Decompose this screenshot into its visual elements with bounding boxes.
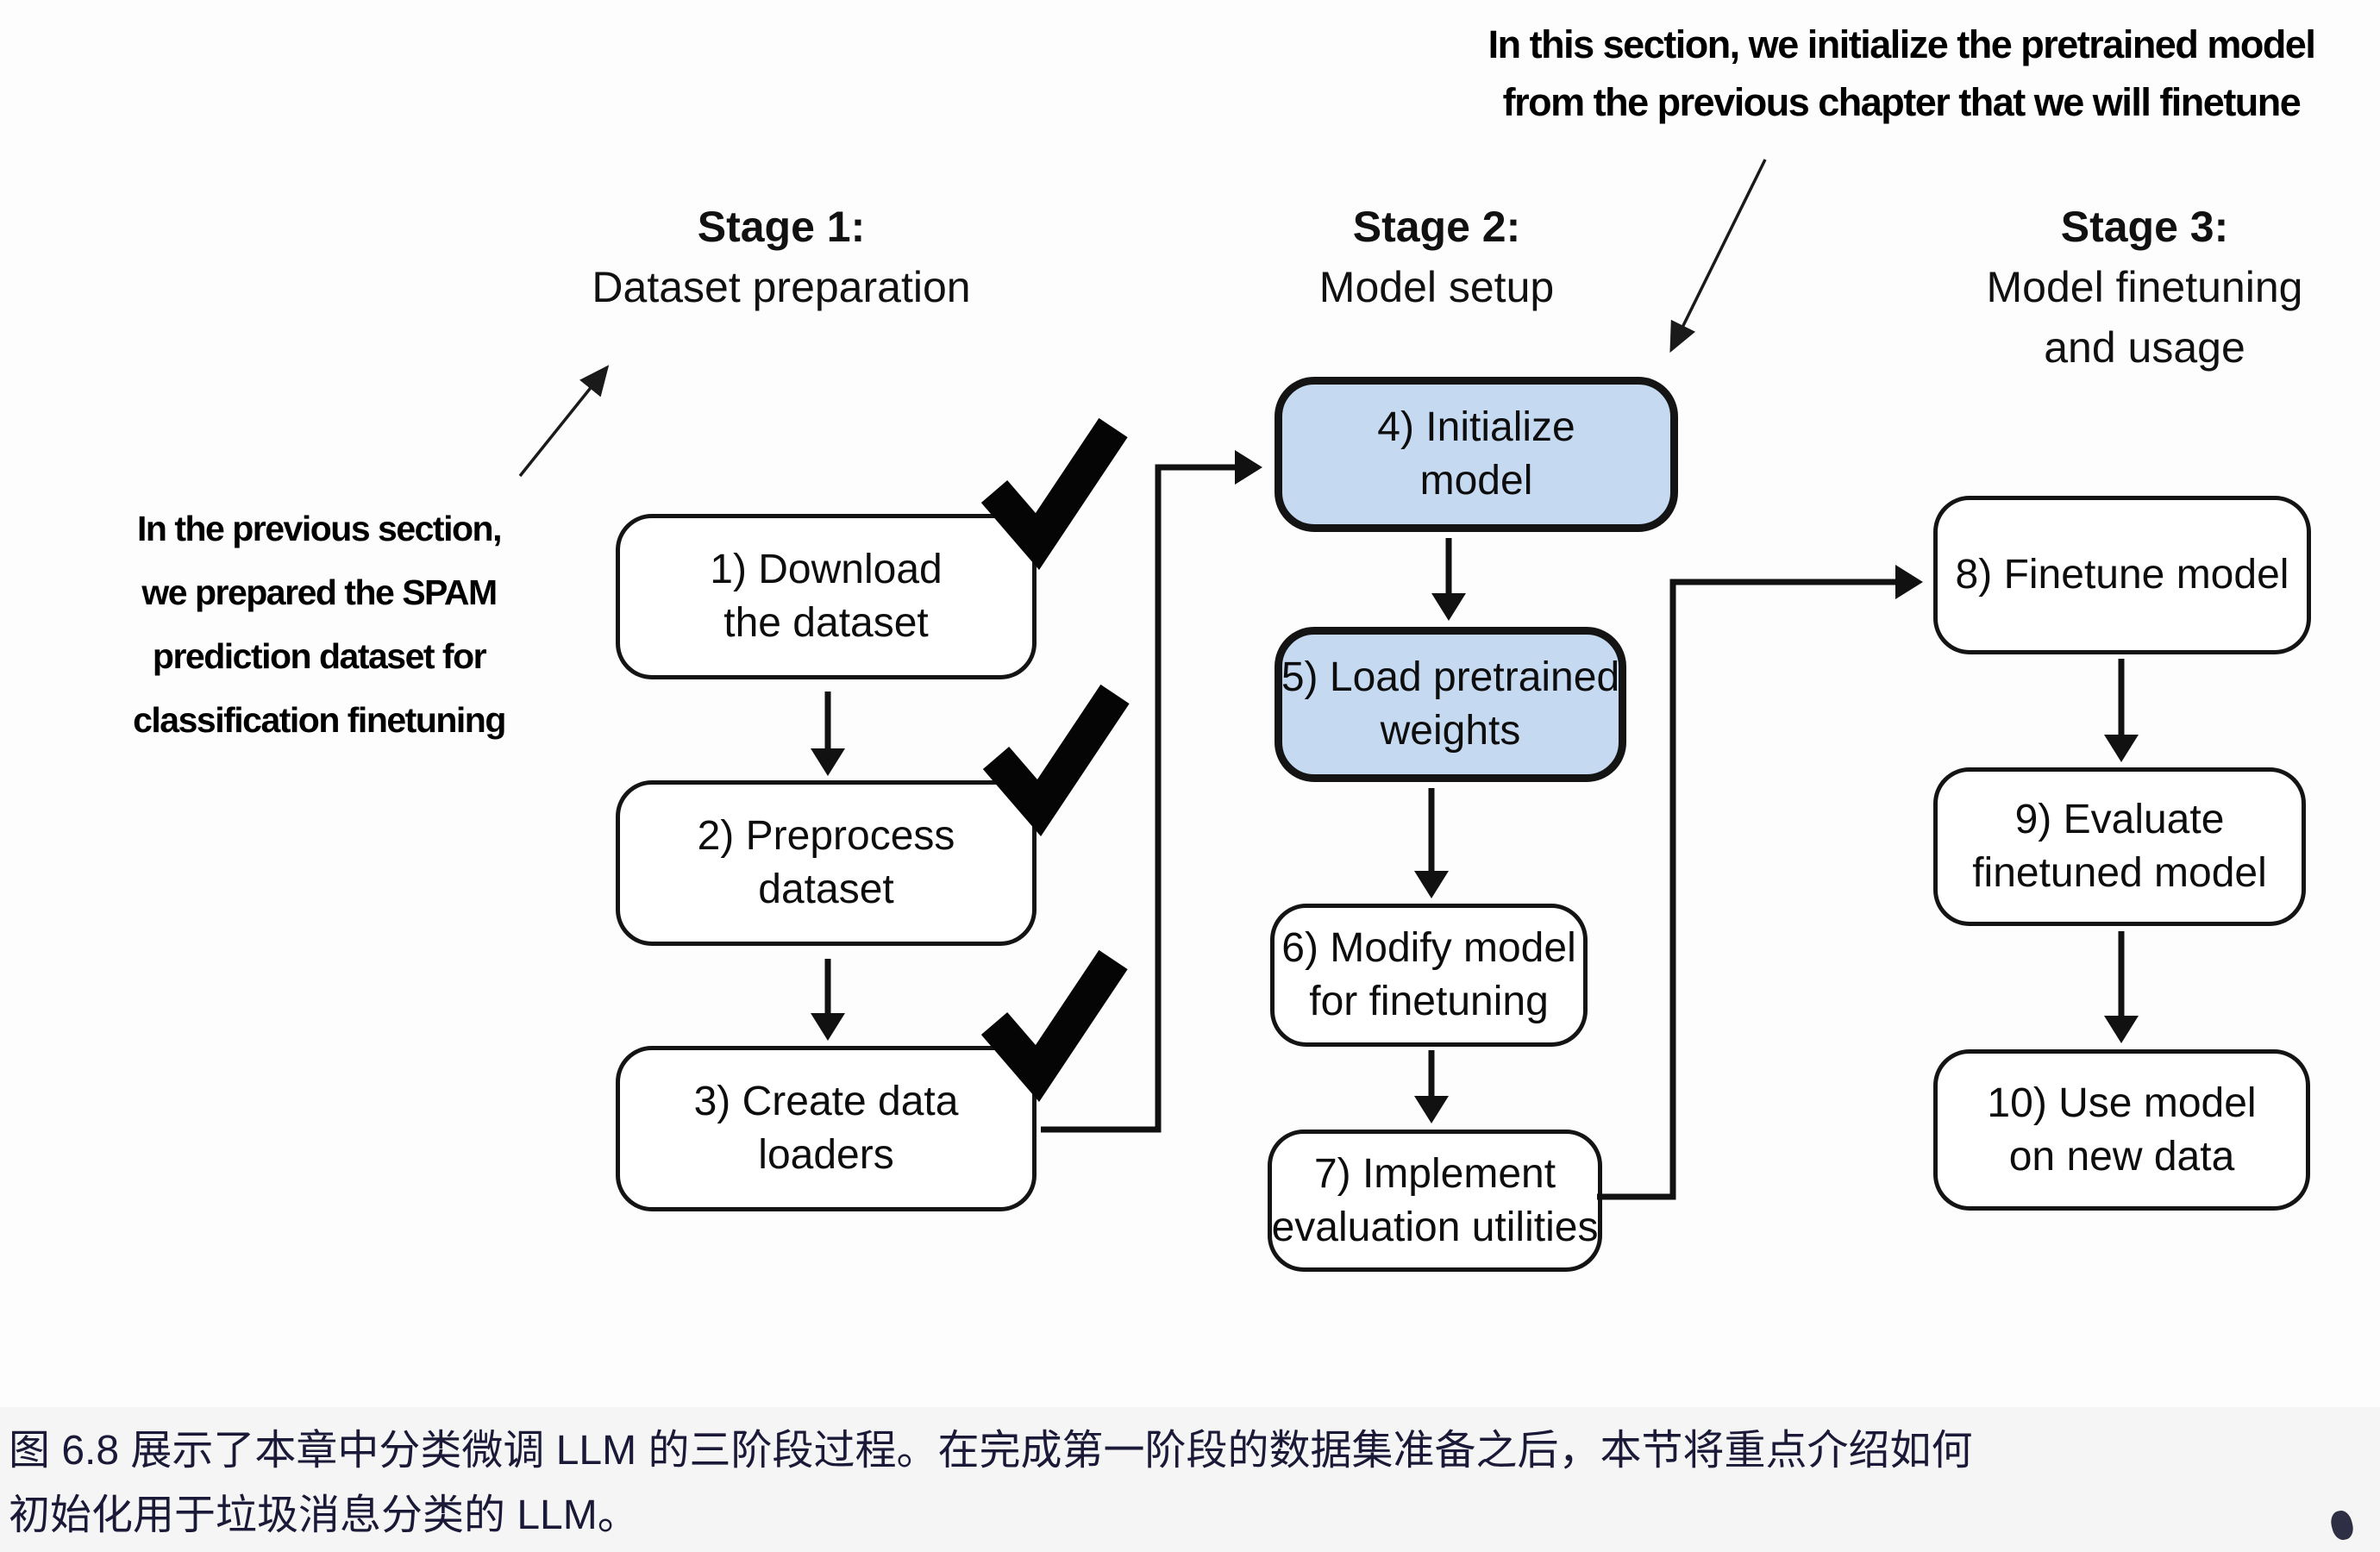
box-text-line: weights bbox=[1380, 708, 1521, 754]
box-text-line: dataset bbox=[758, 867, 894, 912]
box-modify-model: 6) Modify model for finetuning bbox=[1270, 904, 1588, 1047]
box-text-line: 3) Create data bbox=[693, 1079, 959, 1124]
box-text-line: 5) Load pretrained bbox=[1281, 654, 1620, 700]
stage-title: Stage 3: bbox=[2060, 203, 2229, 251]
annotation-line: In the previous section, bbox=[137, 509, 502, 548]
annotation-line: from the previous chapter that we will f… bbox=[1502, 80, 2302, 124]
annotation-this-section: In this section, we initialize the pretr… bbox=[1431, 16, 2371, 131]
box-text-line: 9) Evaluate bbox=[2014, 797, 2225, 842]
stage-3-header: Stage 3: Model finetuning and usage bbox=[1920, 197, 2369, 378]
arrow-down-icon bbox=[1414, 1050, 1449, 1123]
arrow-down-icon bbox=[1414, 788, 1449, 898]
box-text-line: model bbox=[1419, 458, 1533, 504]
box-initialize-model: 4) Initialize model bbox=[1275, 377, 1678, 532]
box-implement-evaluation-utilities: 7) Implement evaluation utilities bbox=[1268, 1130, 1602, 1272]
box-preprocess-dataset: 2) Preprocess dataset bbox=[616, 780, 1037, 946]
caption-line: 初始化用于垃圾消息分类的 LLM。 bbox=[9, 1493, 639, 1538]
caption-line: 图 6.8 展示了本章中分类微调 LLM 的三阶段过程。在完成第一阶段的数据集准… bbox=[9, 1428, 1973, 1474]
annotation-line: we prepared the SPAM bbox=[141, 573, 498, 612]
arrow-down-icon bbox=[1431, 538, 1466, 621]
box-download-dataset: 1) Download the dataset bbox=[616, 514, 1037, 679]
box-text-line: finetuned model bbox=[1972, 850, 2267, 896]
stage-subtitle: Model finetuning bbox=[1986, 263, 2303, 311]
stage-subtitle: Dataset preparation bbox=[592, 263, 971, 311]
stage-1-header: Stage 1: Dataset preparation bbox=[557, 197, 1005, 317]
box-text-line: 2) Preprocess bbox=[697, 813, 955, 859]
box-text-line: 8) Finetune model bbox=[1955, 552, 2289, 598]
box-text-line: 7) Implement bbox=[1313, 1150, 1556, 1197]
annotation-arrow-right bbox=[1669, 159, 1767, 354]
connector-box7-box8 bbox=[1597, 565, 1923, 1200]
box-finetune-model: 8) Finetune model bbox=[1933, 496, 2311, 654]
stage-subtitle: Model setup bbox=[1318, 263, 1555, 311]
annotation-line: prediction dataset for bbox=[152, 636, 487, 676]
box-create-data-loaders: 3) Create data loaders bbox=[616, 1046, 1037, 1211]
arrow-down-icon bbox=[811, 692, 845, 776]
box-text-line: loaders bbox=[758, 1132, 894, 1178]
arrow-down-icon bbox=[2104, 659, 2139, 762]
annotation-previous-section: In the previous section, we prepared the… bbox=[103, 497, 535, 752]
annotation-line: classification finetuning bbox=[133, 700, 506, 740]
box-text-line: 4) Initialize bbox=[1377, 404, 1575, 450]
box-evaluate-finetuned-model: 9) Evaluate finetuned model bbox=[1933, 767, 2306, 926]
annotation-line: In this section, we initialize the pretr… bbox=[1488, 22, 2316, 66]
box-text-line: 10) Use model bbox=[1987, 1080, 2257, 1126]
box-load-pretrained-weights: 5) Load pretrained weights bbox=[1275, 627, 1626, 782]
stage-2-header: Stage 2: Model setup bbox=[1212, 197, 1661, 317]
arrow-down-icon bbox=[2104, 931, 2139, 1043]
box-use-model-new-data: 10) Use model on new data bbox=[1933, 1049, 2310, 1211]
stage-subtitle: and usage bbox=[2044, 323, 2245, 372]
annotation-arrow-left bbox=[518, 365, 610, 478]
box-text-line: evaluation utilities bbox=[1271, 1204, 1599, 1250]
box-text-line: 6) Modify model bbox=[1281, 925, 1576, 971]
box-text-line: 1) Download bbox=[710, 547, 943, 592]
caption-band bbox=[0, 1407, 2380, 1552]
connector-box3-box4 bbox=[1041, 450, 1262, 1133]
box-text-line: the dataset bbox=[723, 600, 929, 646]
arrow-down-icon bbox=[811, 959, 845, 1041]
box-text-line: on new data bbox=[2008, 1133, 2235, 1180]
stage-title: Stage 2: bbox=[1352, 203, 1521, 251]
figure-caption: 图 6.8 展示了本章中分类微调 LLM 的三阶段过程。在完成第一阶段的数据集准… bbox=[9, 1418, 2375, 1548]
box-text-line: for finetuning bbox=[1309, 979, 1549, 1024]
stage-title: Stage 1: bbox=[697, 203, 866, 251]
